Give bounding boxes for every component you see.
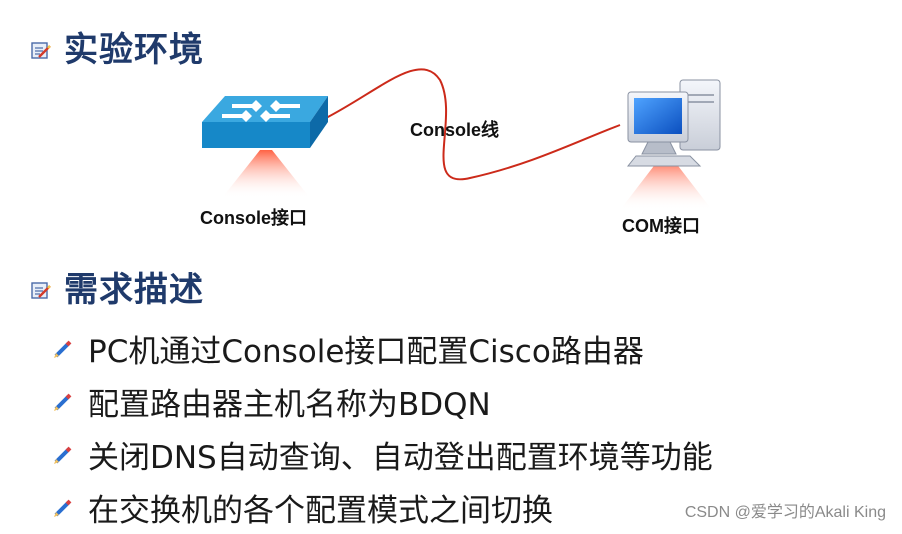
section-heading-requirements: 需求描述 — [30, 270, 204, 310]
pencil-icon — [52, 338, 74, 360]
switch-port-glow — [222, 150, 310, 198]
pencil-icon — [52, 391, 74, 413]
list-item: PC机通过Console接口配置Cisco路由器 — [52, 322, 713, 375]
requirements-list: PC机通过Console接口配置Cisco路由器 配置路由器主机名称为BDQN … — [52, 322, 713, 534]
console-cable-label: Console线 — [410, 116, 499, 142]
list-item-text: 在交换机的各个配置模式之间切换 — [88, 485, 553, 530]
list-item-text: 关闭DNS自动查询、自动登出配置环境等功能 — [88, 432, 713, 477]
desktop-computer-icon — [628, 80, 720, 166]
pencil-icon — [52, 497, 74, 519]
heading-text: 需求描述 — [64, 270, 204, 310]
com-port-label: COM接口 — [622, 212, 700, 238]
pencil-icon — [52, 444, 74, 466]
list-item-text: PC机通过Console接口配置Cisco路由器 — [88, 326, 644, 371]
watermark: CSDN @爱学习的Akali King — [685, 498, 886, 522]
console-port-label: Console接口 — [200, 204, 307, 230]
network-switch-icon — [202, 96, 328, 148]
list-item: 在交换机的各个配置模式之间切换 — [52, 481, 713, 534]
notepad-pencil-icon — [30, 279, 52, 301]
list-item: 关闭DNS自动查询、自动登出配置环境等功能 — [52, 428, 713, 481]
list-item-text: 配置路由器主机名称为BDQN — [88, 379, 491, 424]
list-item: 配置路由器主机名称为BDQN — [52, 375, 713, 428]
network-diagram: Console接口 Console线 COM接口 — [0, 0, 902, 270]
